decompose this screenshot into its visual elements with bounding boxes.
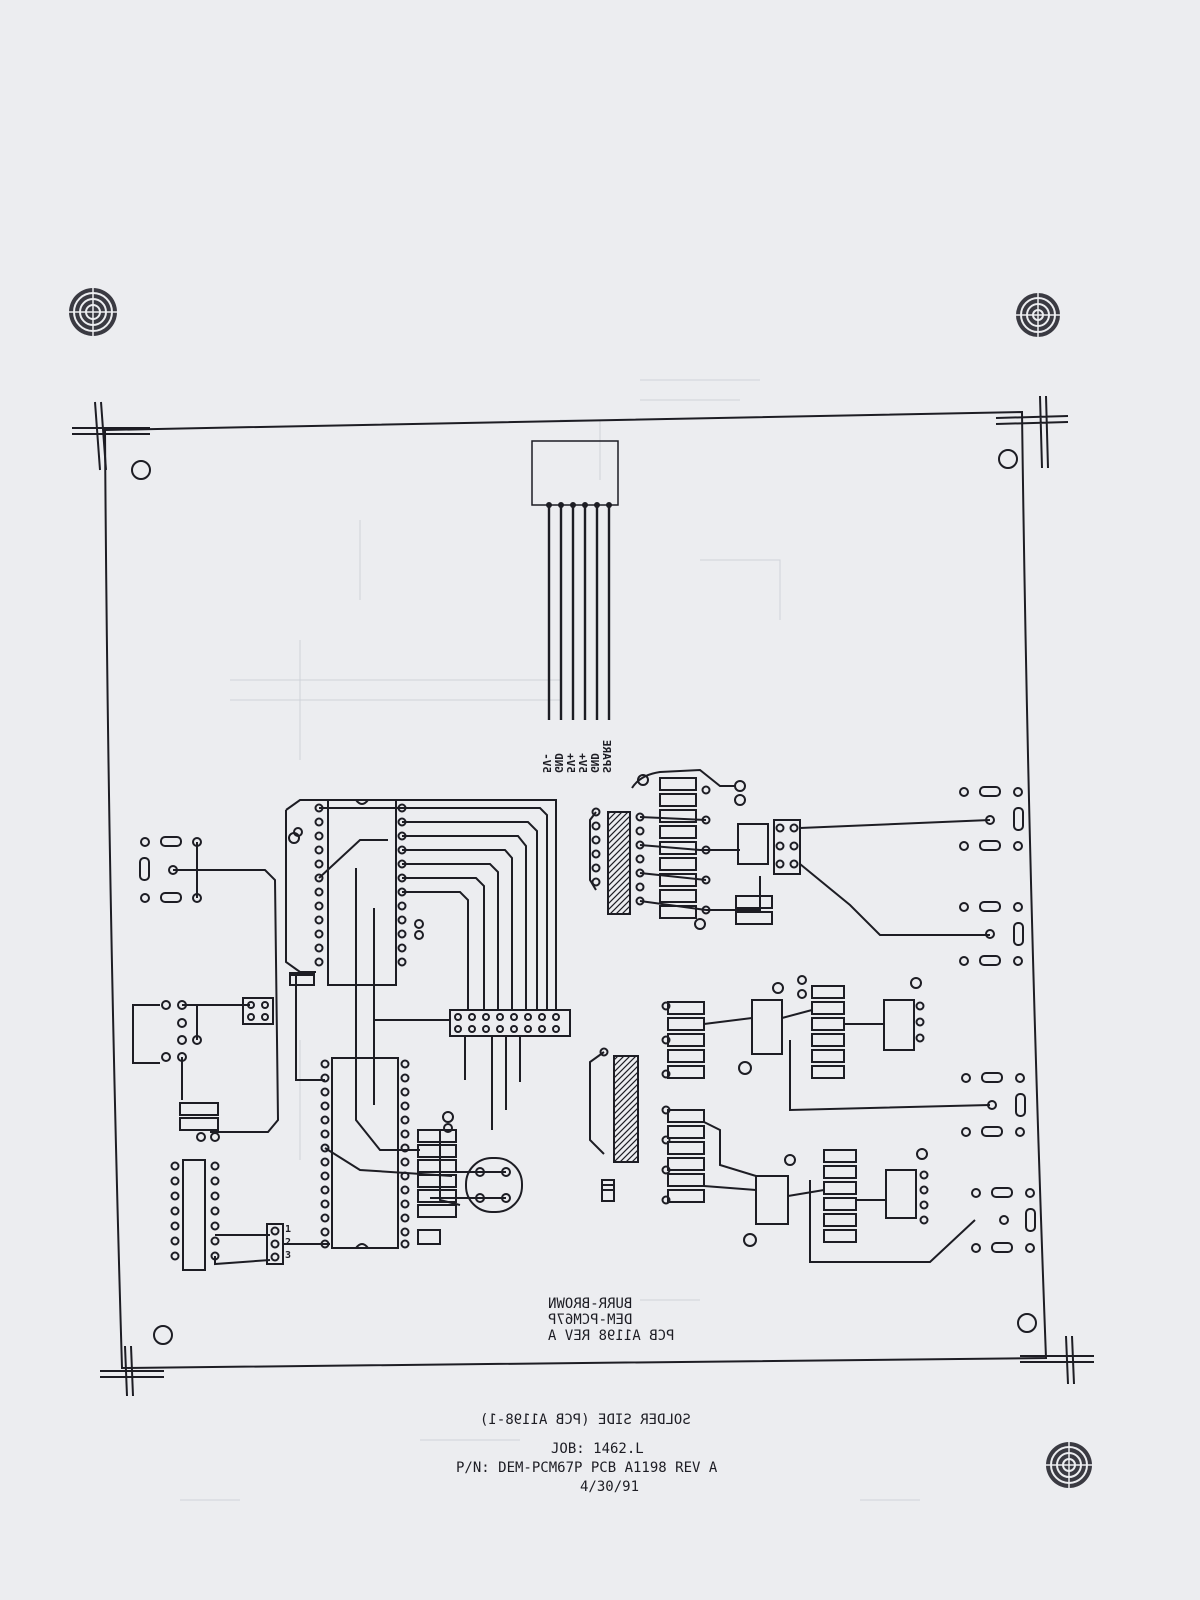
power-connector-traces xyxy=(531,440,619,720)
pin-label-1: 5V- xyxy=(540,753,553,773)
solder-side-label: SOLDER SIDE (PCB A1198-1) xyxy=(480,1412,691,1428)
jumper-label-3: 3 xyxy=(285,1250,292,1261)
jumper-label-1: 1 xyxy=(285,1224,292,1235)
misc-capacitors xyxy=(288,774,649,1191)
pin-label-3: 5V+ xyxy=(564,753,577,773)
board-outline xyxy=(103,410,1048,1370)
jumper-label-2: 2 xyxy=(285,1237,292,1248)
right-lower-amp-region xyxy=(661,975,991,1263)
pin-label-6: SPARE xyxy=(600,739,613,773)
fiducial-target-bottom-right xyxy=(1046,1442,1092,1488)
board-maker: BURR-BROWN xyxy=(548,1296,633,1312)
artwork-date: 4/30/91 xyxy=(580,1479,640,1495)
output-jacks-right xyxy=(959,786,1036,1253)
crop-marks xyxy=(72,395,1094,1397)
board-silkscreen-block: BURR-BROWN DEM-PCM67P PCB A1198 REV A xyxy=(548,1296,674,1344)
right-upper-amp-region xyxy=(631,768,991,936)
job-number: JOB: 1462.L xyxy=(551,1441,644,1457)
fiducial-target-top-left xyxy=(69,288,117,336)
fiducial-target-top-right xyxy=(1016,293,1060,337)
connector-pin-labels: 5V- GND 5V+ 5V+ GND SPARE xyxy=(540,729,614,773)
pin-label-4: 5V+ xyxy=(576,753,589,773)
left-circuit-region xyxy=(132,799,571,1271)
pin-label-5: GND xyxy=(588,753,601,773)
board-pcb-rev: PCB A1198 REV A xyxy=(548,1328,675,1344)
part-number: P/N: DEM-PCM67P PCB A1198 REV A xyxy=(456,1460,718,1476)
pin-label-2: GND xyxy=(552,753,565,773)
mounting-holes xyxy=(131,449,1037,1345)
board-model: DEM-PCM67P xyxy=(548,1312,633,1328)
header-connectors xyxy=(589,807,639,1202)
